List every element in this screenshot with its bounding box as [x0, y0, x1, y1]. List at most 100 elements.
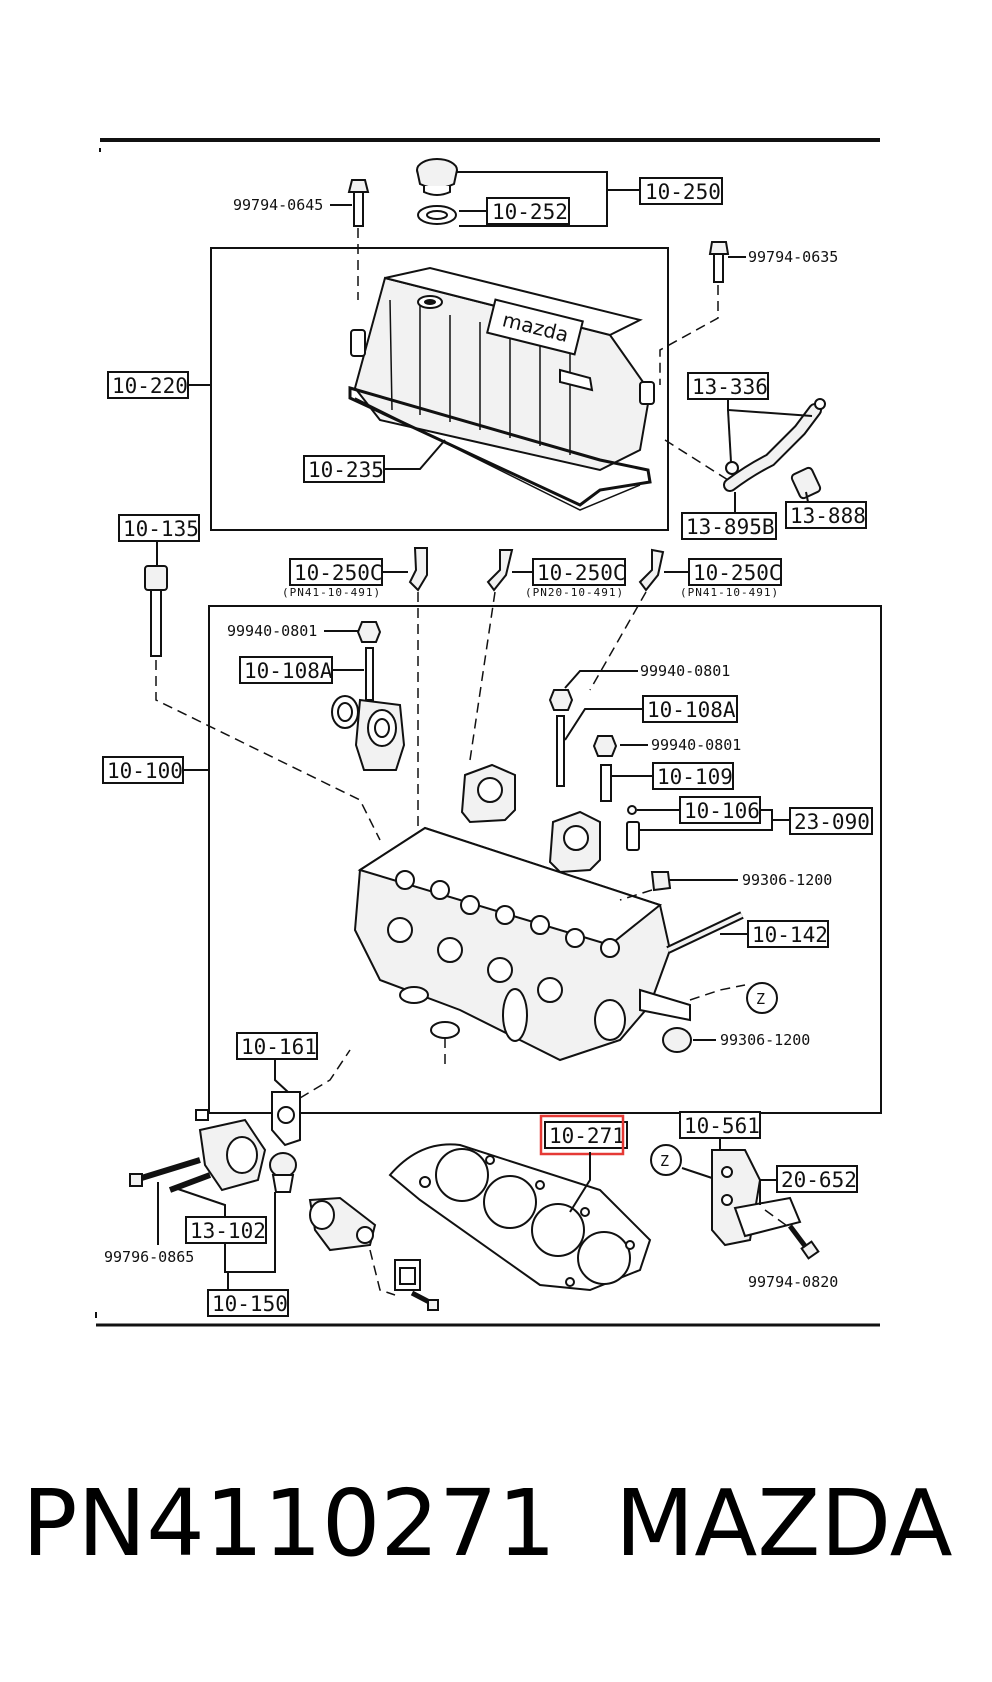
label-10-135: 10-135 — [123, 517, 199, 541]
ref-circle-z-a — [746, 982, 778, 1014]
nut-a — [356, 621, 382, 643]
label-pn20-10-491: (PN20-10-491) — [525, 586, 624, 599]
hose-fitting-13-888 — [790, 466, 822, 500]
label-pn41-10-491-c: (PN41-10-491) — [680, 586, 779, 599]
thermostat-housing — [195, 1109, 267, 1192]
label-10-108a-b: 10-108A — [647, 698, 736, 722]
label-13-888: 13-888 — [790, 504, 866, 528]
cylinder-head — [353, 826, 691, 1062]
footer-part-number: PN4110271 — [22, 1470, 556, 1577]
label-10-561: 10-561 — [684, 1114, 760, 1138]
cam-bearing-cap-left — [460, 763, 516, 824]
label-box-10-250c-b — [532, 558, 626, 586]
bolt-small — [410, 1290, 439, 1311]
bolt-99794-0820 — [788, 1224, 820, 1260]
label-10-100: 10-100 — [107, 759, 183, 783]
valve-cap-c — [638, 548, 665, 592]
label-99940-0801-b: 99940-0801 — [640, 662, 730, 680]
plug-99306-1200-a — [650, 871, 672, 892]
label-box-10-109 — [652, 762, 734, 790]
label-99940-0801-a: 99940-0801 — [227, 622, 317, 640]
label-10-220: 10-220 — [112, 374, 188, 398]
stud-10-109 — [600, 764, 612, 802]
label-10-250c-c: 10-250C — [693, 561, 782, 585]
head-cover-gasket — [348, 386, 652, 511]
highlight-10-271 — [539, 1114, 625, 1156]
label-10-235: 10-235 — [308, 458, 384, 482]
label-box-10-220 — [107, 371, 189, 399]
cap-gasket — [417, 205, 457, 225]
label-box-10-161 — [236, 1032, 318, 1060]
label-20-652: 20-652 — [781, 1168, 857, 1192]
head-bolt-10-135 — [144, 565, 168, 657]
cylinder-head-plug-b — [430, 1021, 460, 1039]
label-z-b: Z — [660, 1152, 669, 1170]
cam-bearing-cap-right — [548, 810, 601, 874]
ref-circle-z-b — [650, 1144, 682, 1176]
label-99796-0865: 99796-0865 — [104, 1248, 194, 1266]
plug-99306-1200-b — [662, 1027, 692, 1053]
label-99306-1200-a: 99306-1200 — [742, 871, 832, 889]
label-10-150: 10-150 — [212, 1292, 288, 1316]
cylinder-head-group-box — [208, 605, 882, 1114]
label-10-250c-a: 10-250C — [294, 561, 383, 585]
label-13-102: 13-102 — [190, 1219, 266, 1243]
valve-cap-b — [486, 549, 514, 592]
label-10-271: 10-271 — [549, 1124, 625, 1148]
label-box-10-150 — [207, 1289, 289, 1317]
label-10-252: 10-252 — [492, 200, 568, 224]
thermostat-13-102 — [269, 1152, 297, 1193]
label-99794-0635: 99794-0635 — [748, 248, 838, 266]
label-13-895b: 13-895B — [686, 515, 775, 539]
label-99794-0820: 99794-0820 — [748, 1273, 838, 1291]
bolt-99796-0865 — [129, 1157, 212, 1193]
cylinder-head-cover: mazda — [350, 266, 655, 472]
nut-b — [548, 689, 574, 711]
label-10-106: 10-106 — [684, 799, 760, 823]
stud-a — [365, 647, 374, 701]
label-10-108a-a: 10-108A — [244, 659, 333, 683]
thermostat-housing-seal — [331, 695, 359, 729]
valve-cap-a — [408, 547, 428, 592]
bracket-20-652 — [733, 1196, 802, 1238]
label-10-109: 10-109 — [657, 765, 733, 789]
label-10-250: 10-250 — [645, 180, 721, 204]
bolt-99794-0645 — [347, 179, 370, 227]
label-box-10-108a-b — [642, 695, 738, 723]
cylinder-head-plug-a — [399, 986, 429, 1004]
oil-filler-cap — [416, 158, 458, 196]
label-box-13-888 — [785, 501, 867, 529]
label-box-10-252 — [486, 197, 570, 225]
label-13-336: 13-336 — [692, 375, 768, 399]
label-23-090: 23-090 — [794, 810, 870, 834]
stud-b — [556, 715, 565, 787]
nut-c — [592, 735, 618, 757]
housing-gasket-10-161 — [271, 1091, 301, 1147]
water-outlet — [308, 1196, 377, 1252]
label-box-10-250 — [639, 177, 723, 205]
label-10-142: 10-142 — [752, 923, 828, 947]
label-box-20-652 — [776, 1165, 858, 1193]
head-gasket-10-271 — [388, 1143, 652, 1292]
label-99940-0801-c: 99940-0801 — [651, 736, 741, 754]
label-box-23-090 — [789, 807, 873, 835]
label-z-a: Z — [756, 990, 765, 1008]
label-box-10-142 — [747, 920, 829, 948]
label-box-10-271 — [544, 1121, 628, 1149]
label-10-161: 10-161 — [241, 1035, 317, 1059]
dowel-pin — [627, 805, 637, 815]
label-box-10-561 — [679, 1111, 761, 1139]
stud-10-142 — [666, 911, 744, 954]
footer-brand: MAZDA — [615, 1470, 953, 1577]
label-box-10-135 — [118, 514, 200, 542]
dowel-10-106 — [626, 821, 640, 851]
label-99794-0645: 99794-0645 — [233, 196, 323, 214]
label-box-10-106 — [679, 796, 761, 824]
label-99306-1200-b: 99306-1200 — [720, 1031, 810, 1049]
pcv-hose — [723, 398, 826, 492]
label-pn41-10-491-a: (PN41-10-491) — [282, 586, 381, 599]
label-10-250c-b: 10-250C — [537, 561, 626, 585]
distributor-housing — [354, 698, 406, 771]
label-box-13-895b — [681, 512, 777, 540]
